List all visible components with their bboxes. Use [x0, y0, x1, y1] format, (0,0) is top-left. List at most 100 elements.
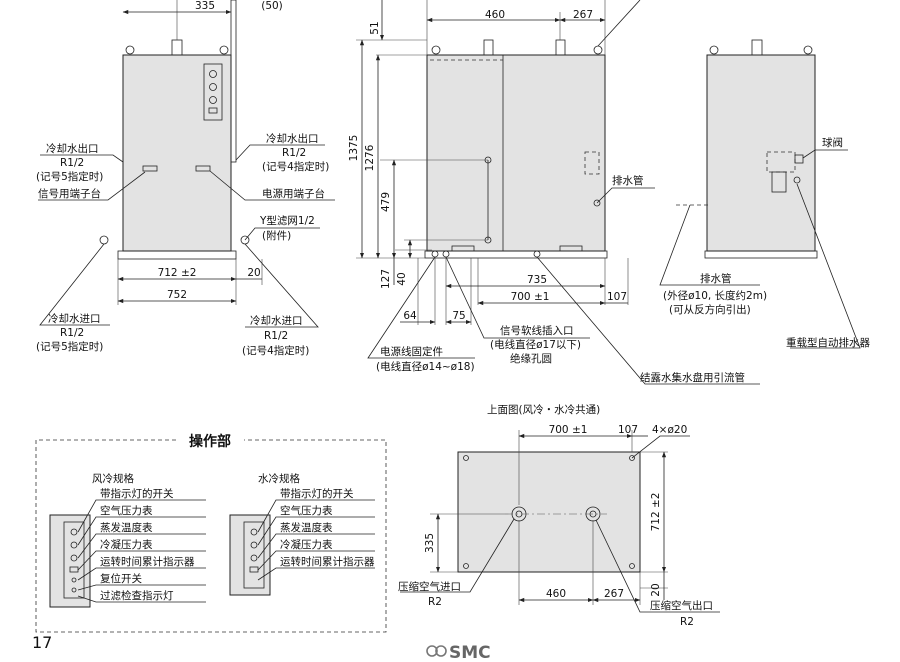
front-hour-meter — [208, 107, 218, 114]
front-view: 335 (50) 712 ±2 20 752 冷却水出口 R1/2 (记号5指定… — [36, 0, 335, 357]
front-gauge-2 — [209, 83, 217, 91]
top-cabinet — [457, 451, 641, 573]
label-signal-terminal: 信号用端子台 — [38, 187, 101, 200]
label-drain-spec-1: (外径ø10, 长度约2m) — [663, 289, 767, 302]
front-inlet-left — [99, 235, 109, 245]
dim-front-335: 335 — [195, 0, 215, 12]
label-condensate-pipe: 结露水集水盘用引流管 — [640, 371, 745, 384]
water-item-label: 冷凝压力表 — [280, 538, 333, 551]
dim-top-267: 267 — [604, 588, 624, 600]
signal-cable-port — [442, 250, 450, 258]
air-leader — [77, 584, 206, 591]
front-gauge-1 — [209, 70, 217, 78]
water-leader — [257, 533, 375, 559]
dim-side-127: 127 — [380, 269, 392, 289]
air-item-label: 复位开关 — [100, 572, 142, 585]
water-leader — [257, 550, 375, 571]
air-item-label: 带指示灯的开关 — [100, 487, 174, 500]
air-item-label: 冷凝压力表 — [100, 538, 153, 551]
front-base — [117, 250, 237, 260]
front-cabinet — [122, 54, 232, 252]
air-spec-title: 风冷规格 — [92, 472, 134, 485]
air-item-label: 过滤检查指示灯 — [100, 589, 174, 602]
dim-top-460: 460 — [546, 588, 566, 600]
side-eye-right — [593, 45, 603, 55]
label-signal-cable-2: (电线直径ø17以下) — [490, 338, 581, 351]
dim-side-1276: 1276 — [364, 144, 376, 171]
water-leader — [257, 567, 375, 581]
top-view: 上面图(风冷・水冷共通) 700 ±1 107 4×ø20 712 ±2 20 — [398, 403, 720, 628]
dim-front-20: 20 — [247, 267, 260, 279]
water-item-label: 运转时间累计指示器 — [280, 555, 375, 568]
side-base — [424, 250, 608, 259]
dim-side-700: 700 ±1 — [511, 291, 550, 303]
water-item-label: 蒸发温度表 — [280, 521, 333, 534]
label-power-terminal: 电源用端子台 — [262, 187, 325, 200]
label-power-fixture-2: (电线直径ø14~ø18) — [376, 360, 475, 373]
label-cool-in-right-3: (记号4指定时) — [242, 344, 309, 357]
front-gauge-3 — [209, 96, 217, 104]
top-view-title: 上面图(风冷・水冷共通) — [487, 403, 600, 416]
air-leader — [77, 533, 206, 559]
label-cool-out-left-3: (记号5指定时) — [36, 170, 103, 183]
water-leader — [257, 516, 375, 546]
label-auto-drain: 重载型自动排水器 — [786, 336, 870, 349]
dim-top-700: 700 ±1 — [549, 424, 588, 436]
side-cabinet — [426, 54, 606, 252]
side-eye-left — [431, 45, 441, 55]
label-side-drain-pipe: 排水管 — [612, 174, 644, 187]
label-cool-in-right-2: R1/2 — [264, 330, 288, 342]
operation-panel: 操作部 风冷规格 水冷规格 带指示灯的开关空气压力表蒸发温度表冷凝压力表运转时间… — [35, 433, 387, 633]
auto-drain-unit — [771, 171, 787, 193]
water-control-panel — [243, 521, 265, 589]
air-leader — [77, 595, 206, 603]
label-cool-in-right-1: 冷却水进口 — [250, 314, 303, 327]
air-leader — [77, 567, 206, 581]
label-air-outlet-2: R2 — [680, 616, 694, 628]
label-drain-spec-2: (可从反方向引出) — [669, 303, 751, 316]
label-cool-in-left-2: R1/2 — [60, 327, 84, 339]
air-item-label: 空气压力表 — [100, 504, 153, 517]
label-y-filter-2: (附件) — [262, 229, 291, 242]
operation-title: 操作部 — [189, 433, 231, 450]
air-item-label: 蒸发温度表 — [100, 521, 153, 534]
brand-name: SMC — [449, 643, 491, 662]
air-leader — [77, 499, 206, 533]
dim-front-752: 752 — [167, 289, 187, 301]
dim-side-51: 51 — [369, 21, 381, 34]
air-leader — [77, 516, 206, 546]
dim-top-107: 107 — [618, 424, 638, 436]
dim-side-40: 40 — [396, 272, 408, 285]
water-spec-title: 水冷规格 — [258, 472, 300, 485]
back-cabinet — [706, 54, 816, 252]
air-leader — [77, 550, 206, 571]
side-view: 460 267 51 1375 1276 479 127 40 735 700 … — [348, 0, 760, 385]
side-drain-outlet — [593, 199, 601, 207]
front-control-panel — [203, 63, 223, 121]
air-item-label: 运转时间累计指示器 — [100, 555, 195, 568]
dim-side-460: 460 — [485, 9, 505, 21]
label-cool-out-left-1: 冷却水出口 — [46, 142, 99, 155]
label-power-fixture-1: 电源线固定件 — [380, 345, 443, 358]
water-item-label: 带指示灯的开关 — [280, 487, 354, 500]
label-cool-out-right-1: 冷却水出口 — [266, 132, 319, 145]
dim-side-75: 75 — [452, 310, 465, 322]
water-item-label: 空气压力表 — [280, 504, 333, 517]
air-control-panel — [63, 521, 85, 599]
dim-side-107: 107 — [607, 291, 627, 303]
label-cool-in-left-3: (记号5指定时) — [36, 340, 103, 353]
dim-front-712: 712 ±2 — [158, 267, 197, 279]
side-drain-bowl — [584, 151, 600, 175]
dim-top-712: 712 ±2 — [650, 493, 662, 532]
dim-top-holes: 4×ø20 — [652, 424, 687, 436]
condensate-pipe — [533, 250, 541, 258]
label-air-outlet-1: 压缩空气出口 — [650, 599, 713, 612]
dim-top-20: 20 — [650, 583, 662, 596]
label-back-drain-pipe: 排水管 — [700, 272, 732, 285]
front-side-pipe — [230, 0, 237, 163]
air-items: 带指示灯的开关空气压力表蒸发温度表冷凝压力表运转时间累计指示器复位开关过滤检查指… — [77, 487, 206, 603]
dim-side-64: 64 — [403, 310, 417, 322]
dim-top-335: 335 — [424, 533, 436, 553]
